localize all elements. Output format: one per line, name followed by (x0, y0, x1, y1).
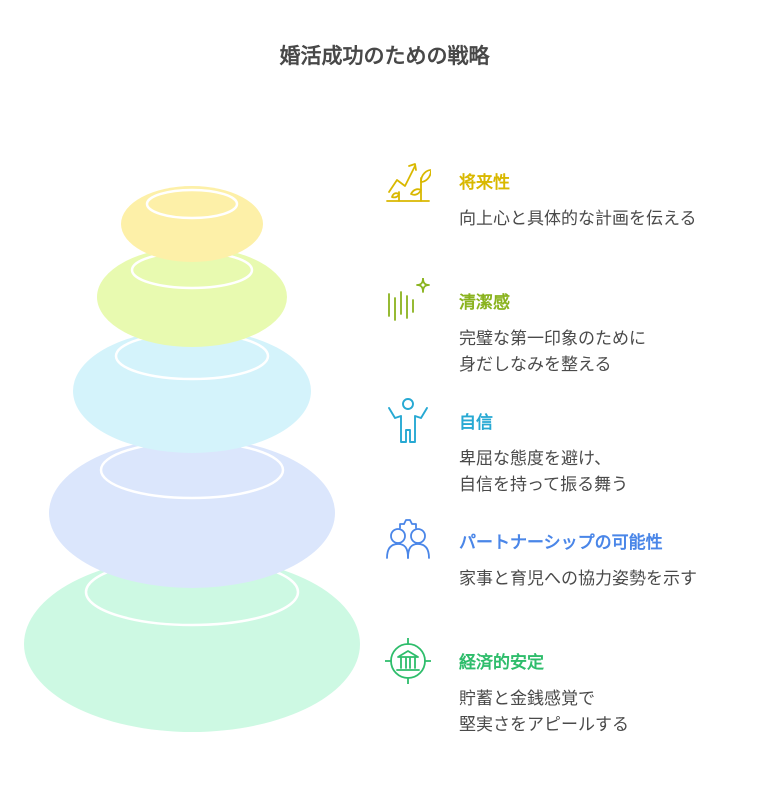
description-line: 貯蓄と金銭感覚で (459, 689, 595, 709)
diagram-title: 婚活成功のための戦略 (279, 44, 490, 68)
description-line: 堅実さをアピールする (459, 715, 629, 735)
description-line: 自信を持って振る舞う (459, 475, 629, 495)
ring-confidence (73, 329, 311, 453)
description-line: 家事と育児への協力姿勢を示す (459, 569, 697, 589)
item-description: 向上心と具体的な計画を伝える (459, 206, 697, 232)
ring-future-potential (121, 186, 263, 262)
item-description: 貯蓄と金銭感覚で 堅実さをアピールする (459, 686, 629, 738)
sparkle-lines-icon (388, 278, 430, 321)
description-line: 完璧な第一印象のために (459, 329, 646, 349)
item-heading: 自信 (459, 413, 493, 433)
item-description: 卑屈な態度を避け、 自信を持って振る舞う (459, 446, 628, 498)
description-line: 向上心と具体的な計画を伝える (459, 209, 697, 229)
description-line: 卑屈な態度を避け、 (459, 449, 612, 469)
item-heading: 清潔感 (459, 293, 510, 313)
growth-arrow-plant-icon (386, 163, 431, 202)
item-heading: 将来性 (459, 173, 510, 193)
item-description: 家事と育児への協力姿勢を示す (459, 566, 697, 592)
item-description: 完璧な第一印象のために 身だしなみを整える (459, 326, 646, 378)
item-heading: 経済的安定 (459, 653, 544, 673)
bank-target-icon (385, 638, 431, 684)
confident-person-icon (388, 398, 428, 443)
ring-partnership (49, 438, 335, 588)
description-line: 身だしなみを整える (459, 355, 612, 375)
two-people-icon (386, 519, 430, 559)
item-heading: パートナーシップの可能性 (459, 533, 663, 553)
